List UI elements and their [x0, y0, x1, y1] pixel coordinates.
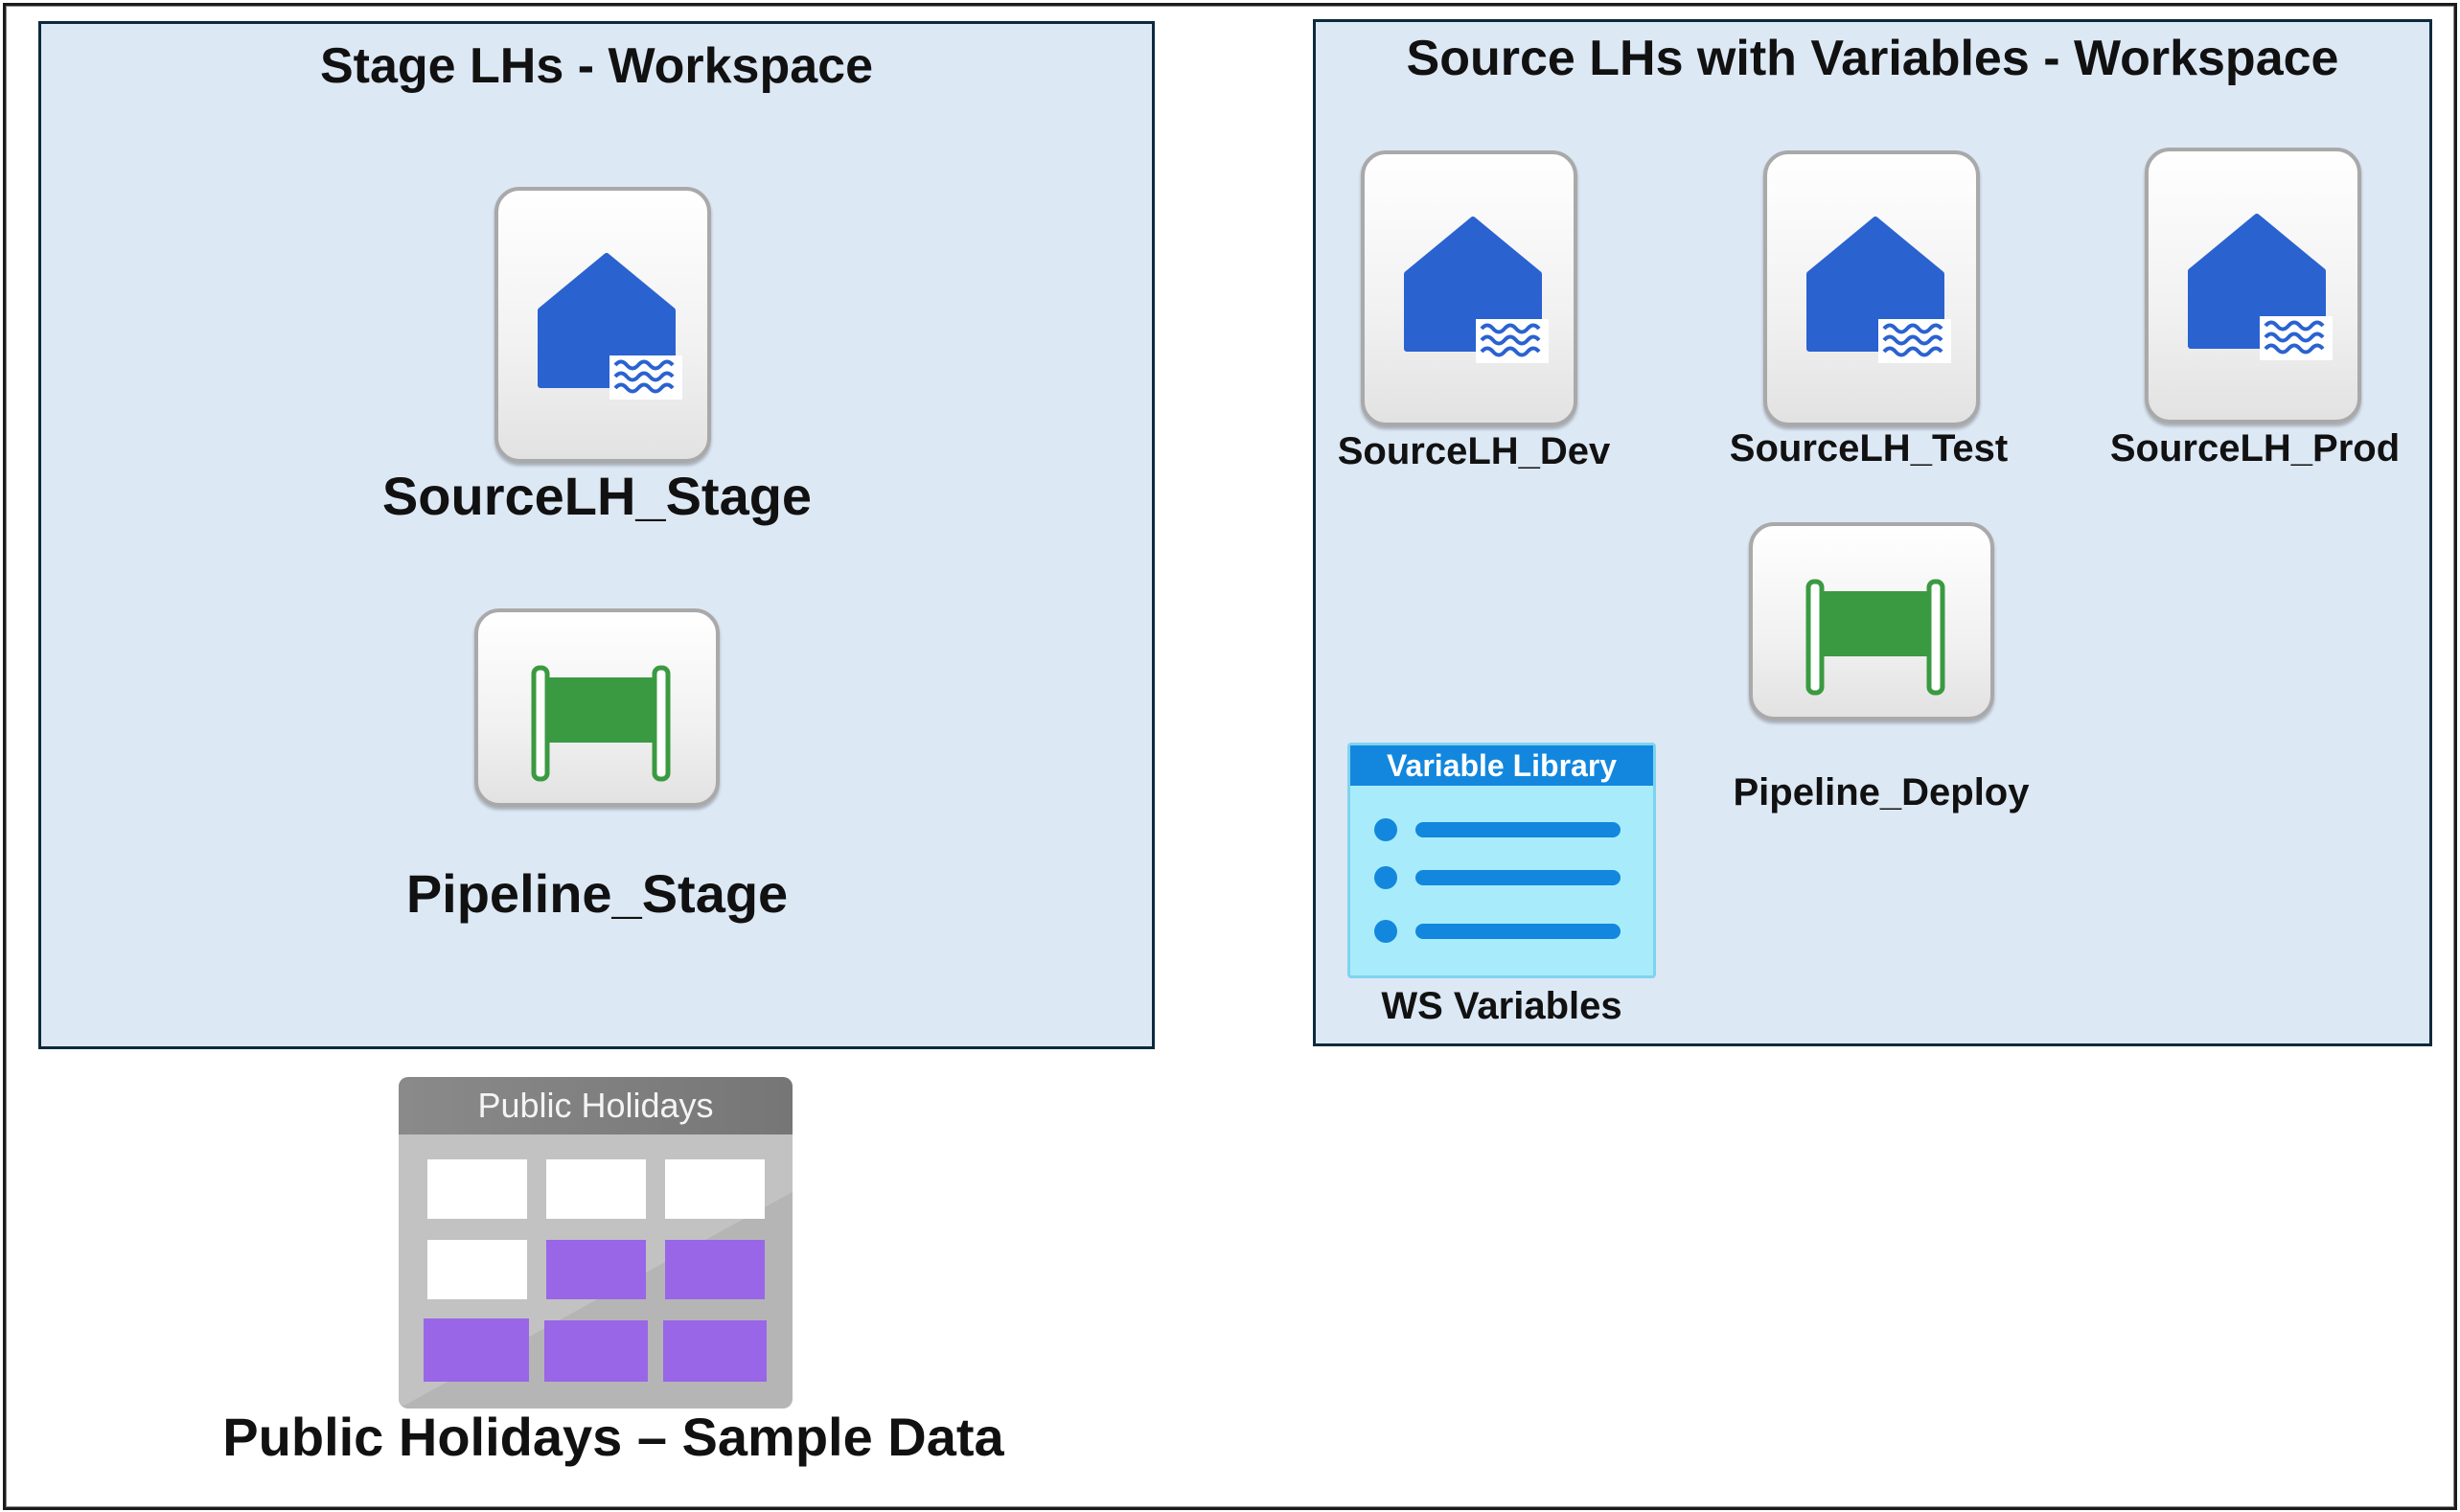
lakehouse-label-test: SourceLH_Test — [1729, 427, 2009, 470]
pipeline-icon — [1805, 579, 1945, 696]
lakehouse-tile-stage[interactable] — [494, 187, 711, 463]
lakehouse-icon — [2188, 214, 2333, 360]
pipeline-label-deploy: Pipeline_Deploy — [1733, 771, 2030, 813]
sample-data-header: Public Holidays — [399, 1077, 793, 1134]
pipeline-tile-stage[interactable] — [474, 608, 720, 807]
variable-library-header: Variable Library — [1350, 745, 1653, 786]
lakehouse-tile-test[interactable] — [1763, 150, 1980, 426]
lakehouse-label-prod: SourceLH_Prod — [2109, 427, 2401, 470]
source-workspace-title: Source LHs with Variables - Workspace — [1406, 31, 2339, 86]
pipeline-label-stage: Pipeline_Stage — [405, 863, 789, 924]
sample-data-label: Public Holidays – Sample Data — [222, 1407, 1004, 1467]
diagram-frame — [3, 3, 2457, 1510]
pipeline-tile-deploy[interactable] — [1749, 522, 1994, 721]
lakehouse-label-dev: SourceLH_Dev — [1337, 430, 1611, 472]
variable-library-icon — [1374, 818, 1621, 943]
lakehouse-label-stage: SourceLH_Stage — [381, 466, 813, 526]
variable-library-label: WS Variables — [1381, 985, 1622, 1027]
variable-library-card[interactable]: Variable Library — [1347, 743, 1656, 978]
lakehouse-icon — [1404, 217, 1549, 363]
sample-data-table[interactable]: Public Holidays — [399, 1077, 793, 1409]
table-icon — [399, 1134, 793, 1409]
lakehouse-tile-dev[interactable] — [1361, 150, 1577, 426]
pipeline-icon — [531, 665, 671, 782]
lakehouse-icon — [538, 253, 682, 400]
stage-workspace: Stage LHs - Workspace SourceLH_Stage Pip… — [38, 21, 1155, 1049]
lakehouse-tile-prod[interactable] — [2145, 148, 2361, 424]
lakehouse-icon — [1806, 217, 1951, 363]
stage-workspace-title: Stage LHs - Workspace — [319, 38, 873, 94]
source-workspace: Source LHs with Variables - Workspace So… — [1313, 19, 2432, 1046]
